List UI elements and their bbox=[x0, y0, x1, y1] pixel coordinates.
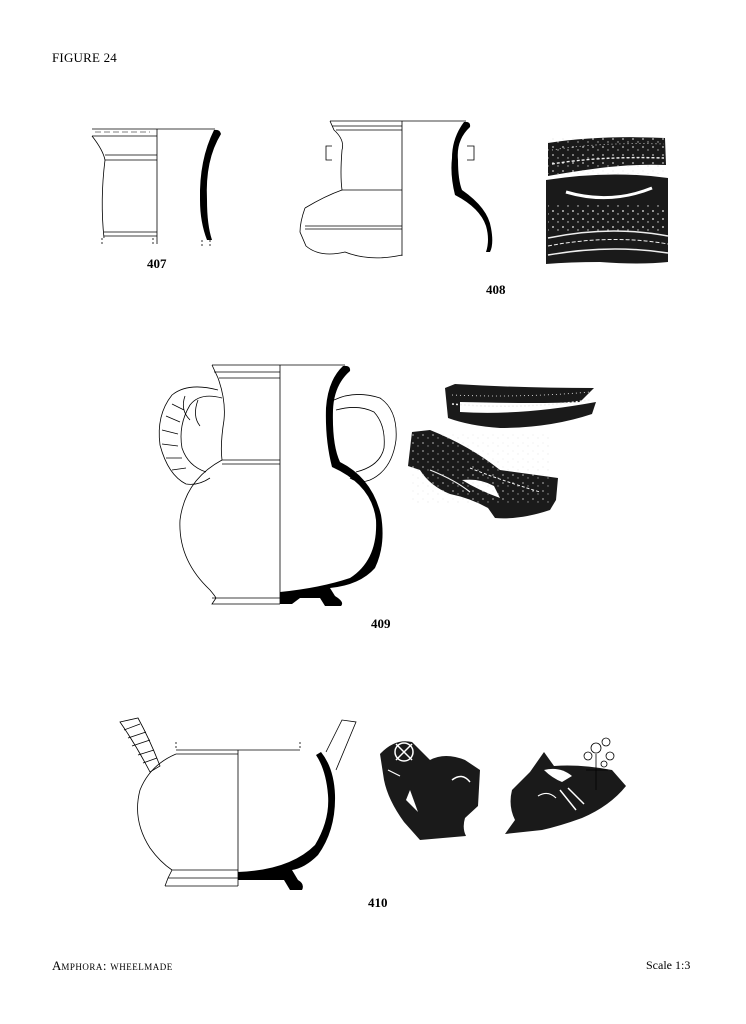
vessel-409-section bbox=[280, 365, 383, 606]
vessel-410-profile bbox=[119, 717, 357, 887]
catalog-number-407: 407 bbox=[147, 256, 167, 271]
footer-subcategory: wheelmade bbox=[110, 958, 173, 973]
footer-category-rest: mphora: bbox=[61, 958, 108, 973]
footer-category: Amphora: wheelmade bbox=[52, 958, 173, 974]
vessel-408-section bbox=[451, 121, 493, 252]
vessel-409-profile bbox=[158, 364, 397, 605]
vessel-410-fragment-right bbox=[505, 737, 626, 834]
vessel-408-profile bbox=[299, 120, 475, 259]
vessel-408-fragment-upper bbox=[548, 137, 666, 176]
catalog-number-410: 410 bbox=[368, 895, 388, 910]
vessel-410-section bbox=[238, 752, 336, 890]
vessel-409-fragment-body bbox=[408, 430, 558, 519]
vessel-410-fragment-left bbox=[380, 741, 480, 840]
footer-category-initial: A bbox=[52, 958, 62, 973]
figure-title: FIGURE 24 bbox=[52, 50, 117, 65]
vessel-407-profile bbox=[91, 128, 215, 244]
catalog-number-409: 409 bbox=[371, 616, 391, 631]
vessel-408-fragment-lower bbox=[546, 174, 669, 264]
vessel-407-section bbox=[199, 129, 221, 240]
catalog-number-408: 408 bbox=[486, 282, 506, 297]
vessel-409-fragment-rim bbox=[445, 384, 596, 428]
footer-scale: Scale 1:3 bbox=[646, 958, 691, 972]
